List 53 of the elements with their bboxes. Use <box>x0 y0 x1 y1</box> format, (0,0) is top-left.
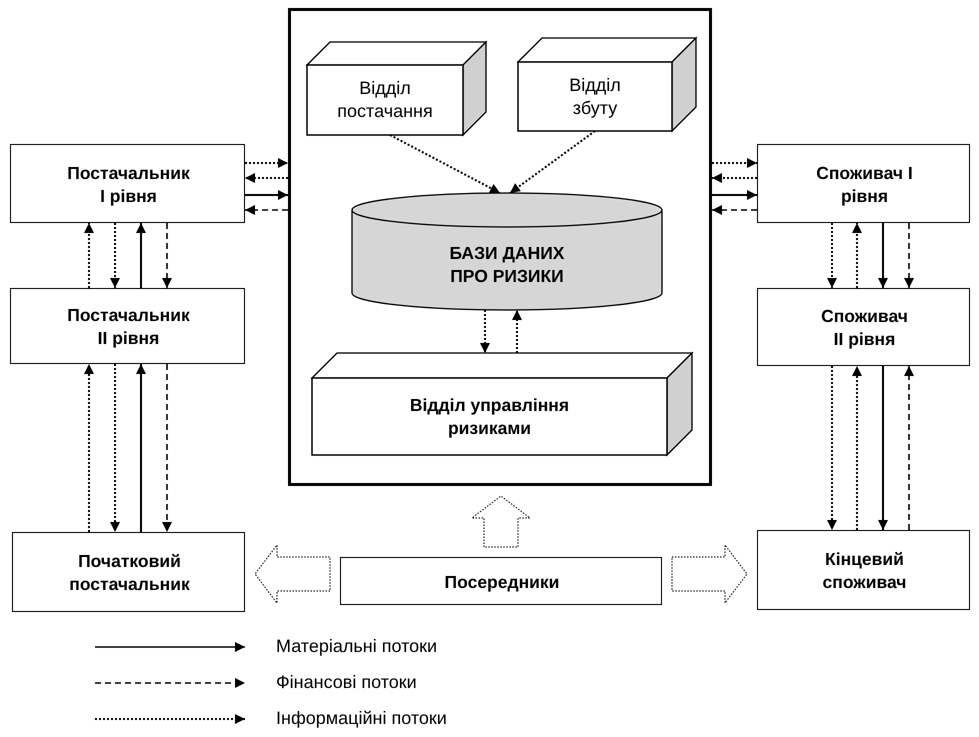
arrow <box>878 366 888 530</box>
arrow <box>827 223 837 288</box>
process-box <box>12 532 245 612</box>
node-label: Початковий постачальник <box>68 550 191 596</box>
legend-label: Інформаційні потоки <box>276 708 447 729</box>
arrow <box>712 158 757 168</box>
enterprise-frame <box>288 8 712 486</box>
node-label: Відділ постачання <box>336 77 434 123</box>
arrow <box>904 223 914 288</box>
arrow <box>852 223 862 288</box>
process-box <box>757 144 970 223</box>
block-arrow <box>470 495 532 548</box>
arrow <box>712 190 757 200</box>
node-label: Посередники <box>444 570 560 594</box>
node-label: Постачальник І рівня <box>66 162 191 208</box>
process-box <box>757 530 970 610</box>
arrow <box>84 223 94 288</box>
node-label: Споживач ІІ рівня <box>820 305 909 351</box>
arrow <box>827 366 837 530</box>
node-label: Відділ управління ризиками <box>408 394 570 440</box>
node-label: Кінцевий споживач <box>822 548 908 594</box>
arrow <box>904 366 914 530</box>
block-arrow <box>254 544 330 604</box>
arrow <box>110 223 120 288</box>
node-label: Відділ збуту <box>568 74 622 120</box>
arrow <box>245 173 288 183</box>
node-label: Постачальник ІІ рівня <box>66 304 191 350</box>
arrow <box>136 223 146 288</box>
node-label: Споживач І рівня <box>815 162 914 208</box>
arrow <box>712 173 757 183</box>
process-box <box>10 288 245 364</box>
arrow <box>852 366 862 530</box>
process-box <box>10 144 245 223</box>
arrow <box>162 364 172 532</box>
arrow <box>84 364 94 532</box>
arrow <box>245 190 288 200</box>
arrow <box>480 310 490 353</box>
arrow <box>878 223 888 288</box>
legend-label: Фінансові потоки <box>276 672 417 693</box>
process-box <box>340 557 662 605</box>
arrow <box>712 205 757 215</box>
arrow <box>509 130 596 194</box>
arrow <box>162 223 172 288</box>
process-box <box>757 288 970 366</box>
arrow <box>245 205 288 215</box>
arrow <box>390 134 500 194</box>
arrow <box>512 310 522 353</box>
database-label: БАЗИ ДАНИХ ПРО РИЗИКИ <box>448 242 566 288</box>
arrow <box>136 364 146 532</box>
block-arrow <box>672 544 748 604</box>
arrow <box>110 364 120 532</box>
legend-label: Матеріальні потоки <box>276 636 438 657</box>
arrow <box>245 158 288 168</box>
